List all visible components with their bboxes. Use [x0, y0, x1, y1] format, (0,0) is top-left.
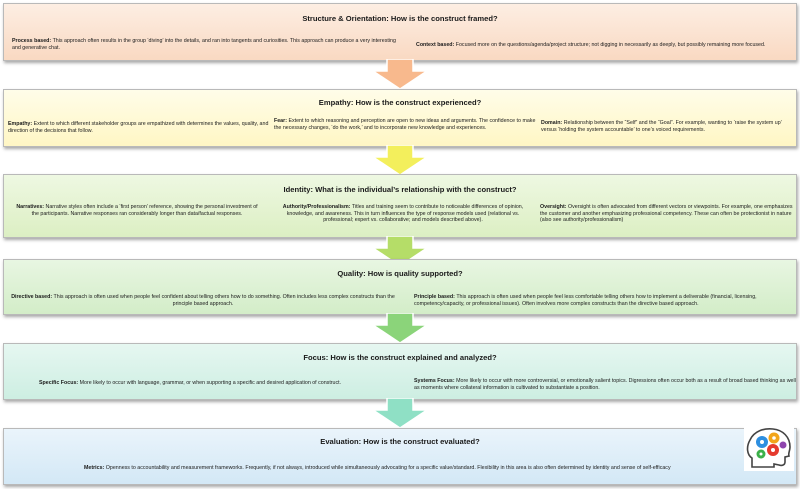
item-authority-professionalism: Authority/Professionalism: Titles and tr… — [282, 204, 524, 224]
section-title: Empathy: How is the construct experience… — [318, 98, 482, 107]
item-fear: Fear: Extent to which reasoning and perc… — [274, 118, 536, 131]
section-title: Evaluation: How is the construct evaluat… — [320, 437, 480, 446]
down-arrow-icon — [373, 59, 427, 89]
head-gears-icon — [744, 425, 794, 471]
section-title: Structure & Orientation: How is the cons… — [302, 14, 498, 23]
down-arrow-icon — [373, 236, 427, 266]
item-domain: Domain: Relationship between the “Self” … — [541, 120, 782, 133]
item-empathy: Empathy: Extent to which different stake… — [8, 121, 269, 134]
section-title: Identity: What is the individual’s relat… — [283, 185, 517, 194]
item-principle-based: Principle based: This approach is often … — [414, 294, 757, 307]
down-arrow-icon — [373, 313, 427, 343]
section-structure-orientation: Structure & Orientation: How is the cons… — [3, 3, 797, 61]
item-metrics: Metrics: Openness to accountability and … — [84, 465, 671, 471]
down-arrow-icon — [373, 145, 427, 175]
section-title: Quality: How is quality supported? — [337, 269, 463, 278]
section-empathy: Empathy: How is the construct experience… — [3, 89, 797, 147]
section-identity: Identity: What is the individual’s relat… — [3, 174, 797, 238]
section-quality: Quality: How is quality supported? Direc… — [3, 259, 797, 315]
section-title: Focus: How is the construct explained an… — [303, 353, 497, 362]
item-process-based: Process based: This approach often resul… — [12, 38, 396, 51]
item-context-based: Context based: Focused more on the quest… — [416, 42, 766, 48]
section-evaluation: Evaluation: How is the construct evaluat… — [3, 428, 797, 485]
item-systems-focus: Systems Focus: More likely to occur with… — [414, 378, 796, 391]
section-focus: Focus: How is the construct explained an… — [3, 343, 797, 400]
item-narratives: Narratives: Narrative styles often inclu… — [16, 204, 258, 217]
down-arrow-icon — [373, 398, 427, 428]
item-specific-focus: Specific Focus: More likely to occur wit… — [39, 380, 342, 386]
item-directive-based: Directive based: This approach is often … — [11, 294, 395, 307]
item-oversight: Oversight: Oversight is often advocated … — [540, 204, 793, 224]
